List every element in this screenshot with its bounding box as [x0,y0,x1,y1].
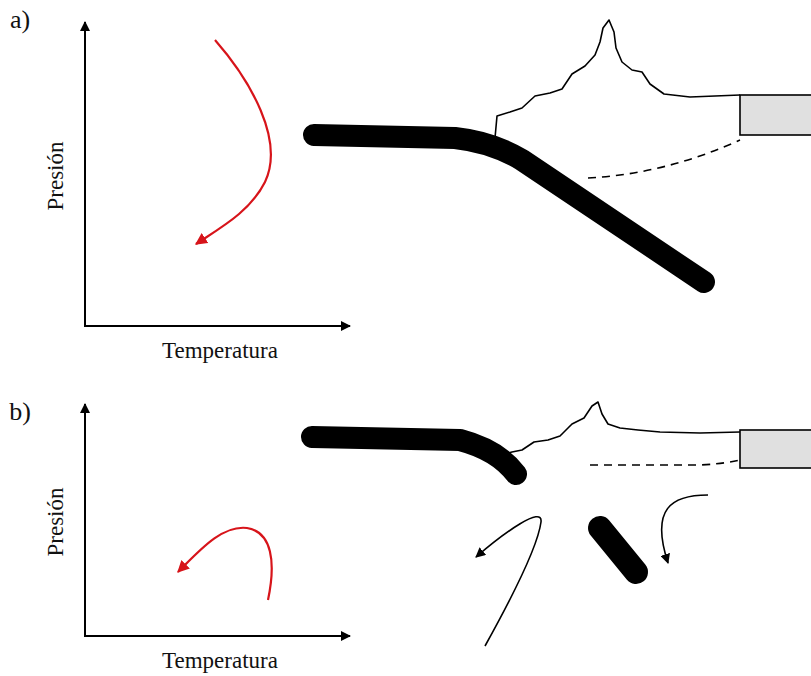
pressure-axis [84,404,86,636]
topography [500,402,740,470]
panel-letter: a) [10,7,30,33]
temperature-axis [84,325,350,327]
pt-path [178,528,272,600]
topography [495,20,740,138]
crust-block [740,430,811,468]
subducting-slab [312,437,516,474]
subducting-slab [314,135,704,282]
pt-path [196,40,271,244]
crust-block [740,95,811,135]
axis-label: Presión [44,142,67,211]
axis-label: Presión [44,488,67,557]
axis-label: Temperatura [162,649,278,672]
moho-line [588,140,740,178]
moho-line [590,460,740,465]
detached-slab [600,528,636,572]
temperature-axis [84,635,350,637]
asthenosphere-flow [476,517,541,646]
panel-letter: b) [9,399,31,425]
asthenosphere-flow [662,495,708,563]
pressure-axis [84,22,86,326]
axis-label: Temperatura [162,339,278,362]
